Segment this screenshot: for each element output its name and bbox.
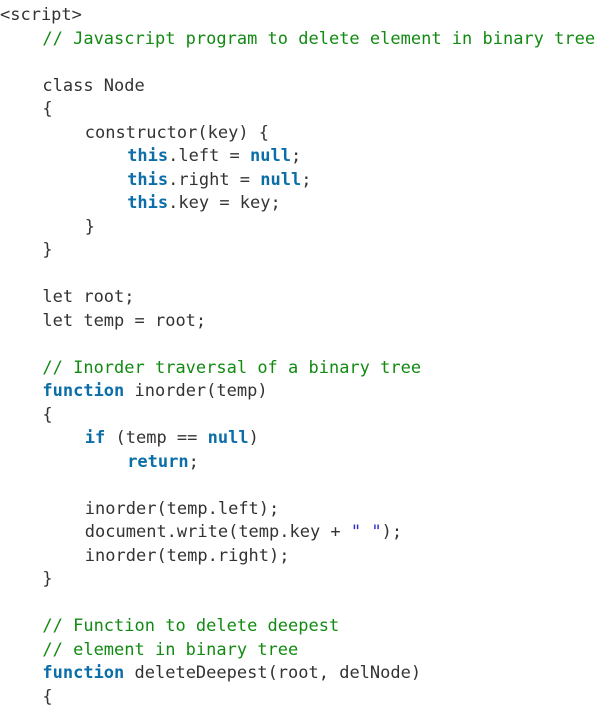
code-token-comment: // Function to delete deepest <box>42 616 340 636</box>
code-token-keyword: null <box>207 428 249 448</box>
code-token-plain: inorder(temp) <box>124 381 268 401</box>
code-token-plain: } <box>42 569 53 589</box>
code-token-plain: inorder(temp.right); <box>84 545 290 566</box>
code-line <box>0 474 10 498</box>
code-token-plain: class Node <box>42 75 145 96</box>
code-line: { <box>42 404 52 428</box>
code-line: } <box>42 239 52 263</box>
code-line <box>0 51 10 75</box>
code-token-keyword: function <box>42 663 125 683</box>
code-line: class Node <box>42 75 144 99</box>
code-token-plain: } <box>84 216 96 237</box>
code-token-keyword: null <box>260 169 302 190</box>
code-line: if (temp == null) <box>85 427 259 451</box>
code-token-plain: deleteDeepest(root, delNode) <box>124 663 422 683</box>
code-token-plain: document.write(temp.key + <box>84 522 351 542</box>
code-token-plain: } <box>42 240 53 260</box>
code-line: document.write(temp.key + " "); <box>85 521 402 545</box>
code-line: inorder(temp.left); <box>85 498 279 522</box>
code-line: // element in binary tree <box>42 639 298 663</box>
code-token-plain: ); <box>381 522 403 542</box>
code-line: // Inorder traversal of a binary tree <box>42 357 421 381</box>
code-token-plain: .key = key; <box>168 193 281 213</box>
code-token-plain: (temp == <box>105 428 208 448</box>
code-line: this.left = null; <box>127 145 301 169</box>
code-token-plain: ) <box>248 428 259 448</box>
code-line: <script> <box>0 4 82 28</box>
code-line: return; <box>127 451 199 475</box>
code-line: // Javascript program to delete element … <box>42 28 595 52</box>
code-token-comment: // element in binary tree <box>42 639 299 660</box>
code-token-plain: { <box>42 99 53 119</box>
code-line: } <box>42 568 52 592</box>
code-line <box>0 333 10 357</box>
code-line <box>0 263 10 287</box>
code-token-keyword: if <box>84 428 106 448</box>
code-token-comment: // Inorder traversal of a binary tree <box>42 357 422 378</box>
code-line <box>0 592 10 616</box>
code-token-keyword: this <box>127 169 169 190</box>
code-token-plain: .left = <box>168 146 251 166</box>
code-line: this.key = key; <box>127 192 281 216</box>
code-token-plain: ; <box>188 451 199 472</box>
code-token-comment: // Javascript program to delete element … <box>42 28 596 49</box>
code-token-keyword: function <box>42 381 125 401</box>
code-line: this.right = null; <box>127 169 311 193</box>
code-token-plain: <script> <box>0 5 82 25</box>
code-token-keyword: null <box>250 146 291 166</box>
code-line: function deleteDeepest(root, delNode) <box>42 662 421 686</box>
code-token-plain: { <box>42 686 53 707</box>
code-token-plain: ; <box>290 146 302 166</box>
code-token-keyword: this <box>127 146 169 166</box>
code-token-string: " " <box>350 522 382 542</box>
code-line: let root; <box>42 286 134 310</box>
code-line: function inorder(temp) <box>42 380 267 404</box>
code-line: let temp = root; <box>42 310 206 334</box>
code-token-plain: ; <box>301 169 312 190</box>
code-token-keyword: this <box>127 193 169 213</box>
code-line: // Function to delete deepest <box>42 615 339 639</box>
code-token-plain: constructor(key) { <box>84 122 270 143</box>
code-line: { <box>42 686 52 710</box>
code-token-plain: let temp = root; <box>42 310 207 331</box>
code-line: { <box>42 98 52 122</box>
code-token-keyword: return <box>127 451 189 472</box>
code-token-plain: { <box>42 404 53 425</box>
code-token-plain: let root; <box>42 287 135 307</box>
code-token-plain: inorder(temp.left); <box>84 498 280 519</box>
code-token-plain: .right = <box>168 169 261 190</box>
code-line: } <box>85 216 95 240</box>
code-line: constructor(key) { <box>85 122 269 146</box>
code-line: inorder(temp.right); <box>85 545 290 569</box>
